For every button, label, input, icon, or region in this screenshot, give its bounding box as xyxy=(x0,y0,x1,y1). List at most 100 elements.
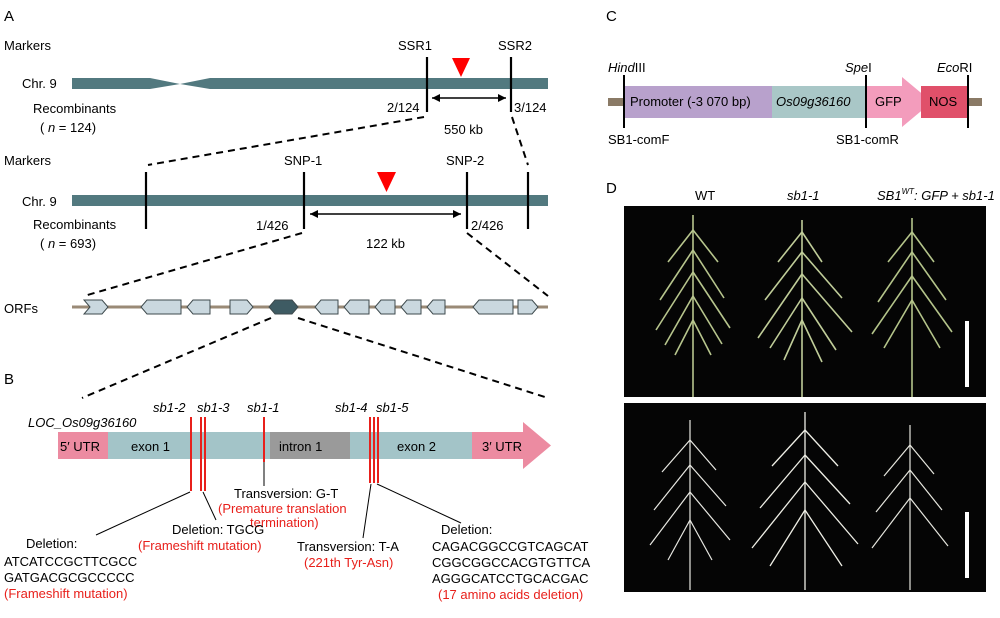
markers-label: Markers xyxy=(4,38,51,53)
marker-ssr1: SSR1 xyxy=(398,38,432,53)
sb1-2-sequence: GATGACGCGCCCCC xyxy=(4,570,134,585)
sb1-5-change: Deletion: xyxy=(441,522,492,537)
leader-lines xyxy=(95,462,462,539)
orf-right xyxy=(229,299,254,315)
sb1-5-sequence: CAGACGGCCGTCAGCAT xyxy=(432,539,589,554)
sb1-1-change: Transversion: G-T xyxy=(234,486,338,501)
orf-group xyxy=(82,299,539,315)
orf-left xyxy=(314,299,339,315)
chromosome-label: Chr. 9 xyxy=(22,76,57,91)
panel-label-d: D xyxy=(606,180,617,197)
zoom-line xyxy=(83,232,303,297)
primer-forward: SB1-comF xyxy=(608,132,669,147)
sb1-5-sequence: AGGGCATCCTGCACGAC xyxy=(432,571,589,586)
locus-arrow-icon-2 xyxy=(377,172,396,192)
gene-box xyxy=(772,86,866,118)
sb1-4-change: Transversion: T-A xyxy=(297,539,399,554)
allele-label: sb1-2 xyxy=(153,400,186,415)
zoom-line xyxy=(147,116,425,166)
n-count-2: ( n = 693) xyxy=(40,236,96,251)
interval-2-distance: 122 kb xyxy=(366,236,405,251)
leader-line xyxy=(202,491,217,521)
chromosome-label-2: Chr. 9 xyxy=(22,194,57,209)
sb1-2-change: Deletion: xyxy=(26,536,77,551)
leader-line xyxy=(362,483,372,539)
allele-label: sb1-1 xyxy=(247,400,280,415)
nos-label: NOS xyxy=(929,94,958,109)
sb1-2-sequence: ATCATCCGCTTCGCC xyxy=(4,554,137,569)
leader-line xyxy=(376,483,462,524)
snp2-recombinants: 2/426 xyxy=(471,218,504,233)
panel-label-b: B xyxy=(4,371,14,388)
scale-bar xyxy=(965,512,969,578)
gene-label: Os09g36160 xyxy=(776,94,851,109)
orf-left xyxy=(426,299,446,315)
chromosome-bar xyxy=(72,78,548,89)
sb1-5-sequence: CGGCGGCCACGTGTTCA xyxy=(432,555,590,570)
recombinants-label-2: Recombinants xyxy=(33,217,117,232)
zoom-line xyxy=(466,232,549,297)
site-spei: SpeI xyxy=(845,60,872,75)
panel-label-a: A xyxy=(4,8,14,25)
orf-right xyxy=(82,299,109,315)
gfp-arrow xyxy=(866,77,932,127)
promoter-box xyxy=(624,86,772,118)
gfp-label: GFP xyxy=(875,94,902,109)
allele-label: sb1-4 xyxy=(335,400,368,415)
panicle-wt xyxy=(655,215,731,397)
utr3-arrow xyxy=(472,422,551,469)
label-sb1-1: sb1-1 xyxy=(787,188,820,203)
exon1-label: exon 1 xyxy=(131,439,170,454)
exon1-box xyxy=(108,432,270,459)
allele-label: sb1-3 xyxy=(197,400,230,415)
ssr2-recombinants: 3/124 xyxy=(514,100,547,115)
marker-snp2: SNP-2 xyxy=(446,153,484,168)
orf-left xyxy=(343,299,370,315)
zoom-line xyxy=(81,317,272,399)
intron1-label: intron 1 xyxy=(279,439,322,454)
sb1-4-effect: (221th Tyr-Asn) xyxy=(304,555,393,570)
interval-1-distance: 550 kb xyxy=(444,122,483,137)
sb1-2-effect: (Frameshift mutation) xyxy=(4,586,128,601)
sb1-3-change: Deletion: TGCG xyxy=(172,522,264,537)
zoom-line xyxy=(297,317,549,399)
marker-snp1: SNP-1 xyxy=(284,153,322,168)
utr5-label: 5′ UTR xyxy=(60,439,100,454)
panicle-complemented xyxy=(871,218,953,397)
chromosome-region-bar xyxy=(72,195,548,206)
interval-arrowhead-right xyxy=(453,210,461,218)
exon2-label: exon 2 xyxy=(397,439,436,454)
branches-sb1-1 xyxy=(751,412,859,590)
orf-left xyxy=(140,299,182,315)
locus-arrow-icon xyxy=(452,58,470,77)
orfs-label: ORFs xyxy=(4,301,38,316)
sb1-5-effect: (17 amino acids deletion) xyxy=(438,587,583,602)
snp1-recombinants: 1/426 xyxy=(256,218,289,233)
site-ecori: EcoRI xyxy=(937,60,972,75)
interval-arrowhead-left xyxy=(310,210,318,218)
scale-bar xyxy=(965,321,969,387)
orf-target-sb1 xyxy=(268,299,299,315)
marker-ssr2: SSR2 xyxy=(498,38,532,53)
ssr1-recombinants: 2/124 xyxy=(387,100,420,115)
leader-line xyxy=(95,491,191,536)
sb1-3-effect: (Frameshift mutation) xyxy=(138,538,262,553)
gene-name: LOC_Os09g36160 xyxy=(28,415,137,430)
orf-left xyxy=(374,299,396,315)
utr5-box xyxy=(58,432,108,459)
label-wt: WT xyxy=(695,188,715,203)
interval-arrowhead-left xyxy=(432,94,440,102)
site-hindiii: HindIII xyxy=(608,60,646,75)
primer-reverse: SB1-comR xyxy=(836,132,899,147)
orf-left xyxy=(186,299,211,315)
nos-box xyxy=(921,86,968,118)
panel-label-c: C xyxy=(606,8,617,25)
orf-right xyxy=(517,299,539,315)
intron1-box xyxy=(270,432,350,459)
promoter-label: Promoter (-3 070 bp) xyxy=(630,94,751,109)
n-count-1: ( n = 124) xyxy=(40,120,96,135)
orf-left xyxy=(472,299,514,315)
panicle-sb1-1 xyxy=(757,220,853,397)
sb1-1-effect: termination) xyxy=(250,515,319,530)
